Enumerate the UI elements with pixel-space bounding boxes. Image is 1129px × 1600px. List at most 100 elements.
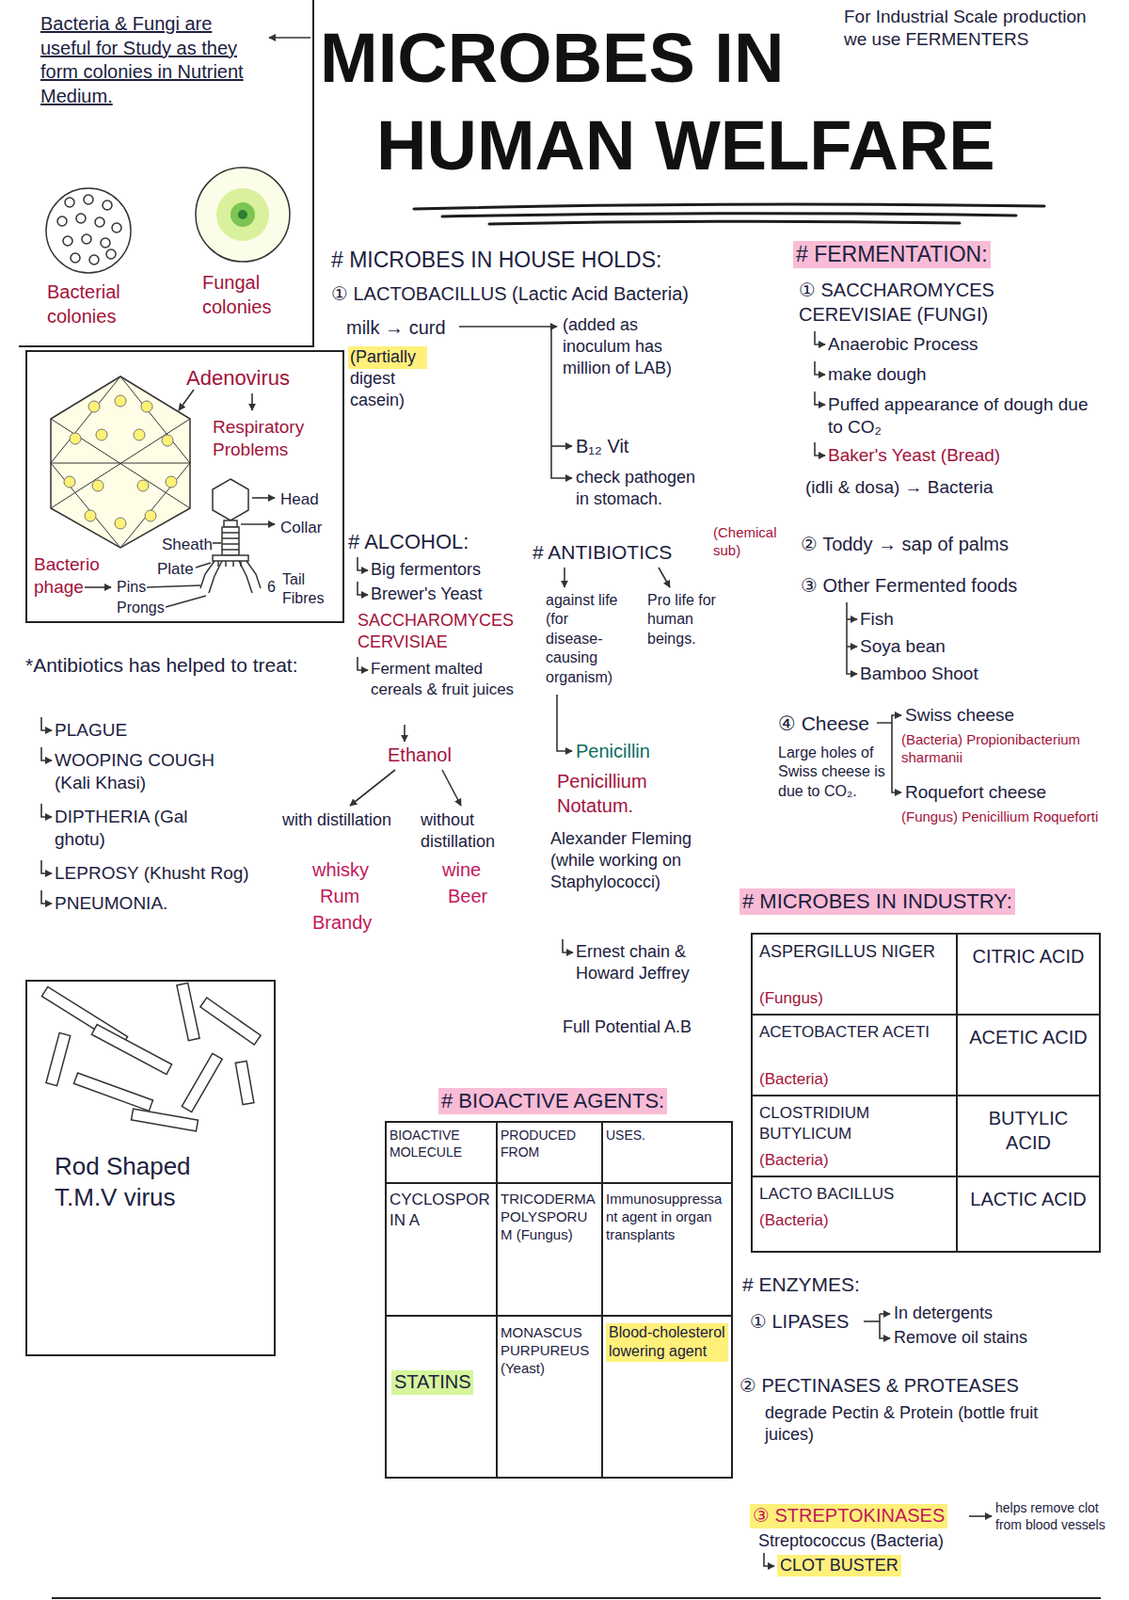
tmv-rods <box>73 1072 153 1111</box>
arrow <box>403 724 406 742</box>
adenovirus-icosahedron <box>50 376 191 548</box>
arrow <box>879 1312 891 1315</box>
bacterial-colony <box>89 254 99 265</box>
section-heading: # MICROBES IN INDUSTRY: <box>739 888 1016 915</box>
arrow <box>84 586 112 589</box>
note-text: Penicillin <box>575 739 651 764</box>
note-text: Large holes of Swiss cheese is due to CO… <box>778 743 887 801</box>
node-text: Fungal colonies <box>202 270 306 319</box>
title-underline <box>413 204 1045 224</box>
note-text: whisky <box>312 858 369 883</box>
adenovirus-icosahedron <box>144 509 157 522</box>
table-cell: ASPERGILLUS NIGER <box>759 940 936 963</box>
arrow <box>252 496 275 499</box>
industry-table-grid <box>751 933 1100 1252</box>
arrow <box>269 36 311 39</box>
bioactive-table-grid <box>385 1121 732 1478</box>
node-text: Sheath <box>161 534 213 556</box>
table-cell: BUTYLIC ACID <box>964 1106 1093 1155</box>
arrow <box>814 391 826 405</box>
node-text: Bacteria & Fungi are useful for Study as… <box>40 12 259 109</box>
adenovirus-icosahedron <box>50 376 191 548</box>
adenovirus-icosahedron <box>63 476 76 488</box>
title-underline <box>413 204 1045 209</box>
bacterial-colony <box>76 213 86 223</box>
arrow <box>357 656 368 670</box>
note-text: ② PECTINASES & PROTEASES <box>739 1373 1019 1399</box>
table-cell: ACETOBACTER ACETI <box>759 1021 930 1043</box>
arrow <box>658 567 670 588</box>
adenovirus-icosahedron <box>141 400 153 413</box>
note-text: B₁₂ Vit <box>575 434 629 460</box>
note-text: helps remove clot from blood vessels <box>995 1499 1114 1534</box>
note-text: degrade Pectin & Protein (bottle fruit j… <box>764 1401 1085 1446</box>
arrow <box>846 645 858 648</box>
bacterial-colony <box>111 222 122 233</box>
adenovirus-icosahedron <box>161 434 174 446</box>
bacterial-colony <box>100 238 111 248</box>
note-text: (Chemical sub) <box>713 523 789 559</box>
note-text: Remove oil stains <box>893 1326 1028 1349</box>
virus-panel: AdenovirusRespiratory ProblemsHeadCollar… <box>25 349 345 623</box>
tmv-rods <box>200 997 261 1045</box>
table-cell: Immunosuppressant agent in organ transpl… <box>605 1189 729 1244</box>
tmv-rods <box>46 1032 71 1085</box>
bacteriophage <box>222 532 239 550</box>
bacterial-colony <box>46 188 131 273</box>
adenovirus-icosahedron <box>92 479 104 492</box>
note-text: Ferment malted cereals & fruit juices <box>370 658 531 700</box>
arrow <box>357 581 368 595</box>
table-cell: MONASCUS PURPUREUS (Yeast) <box>500 1322 599 1378</box>
leader-line <box>165 595 207 607</box>
note-text: ① LIPASES <box>749 1309 849 1335</box>
arrow <box>41 716 52 731</box>
fungal-colony <box>230 202 255 227</box>
bacterial-colony <box>83 194 94 205</box>
bacteriophage <box>222 526 239 556</box>
bacterial-colony <box>81 234 92 244</box>
bacterial-colony <box>102 200 112 210</box>
note-text: ② Toddy → sap of palms <box>800 532 1009 557</box>
note-text: Bamboo Shoot <box>859 662 979 685</box>
note-text: Streptococcus (Bacteria) <box>758 1529 944 1552</box>
arrow <box>814 361 826 375</box>
note-text: wine <box>442 858 481 883</box>
node-text: Bacterio phage <box>33 553 110 600</box>
fungal-colony <box>195 167 290 262</box>
note-text: milk → curd <box>346 316 446 341</box>
adenovirus-icosahedron <box>63 395 177 529</box>
note-text: DIPTHERIA (Gal ghotu) <box>54 805 234 852</box>
note-text: (idli & dosa) → Bacteria <box>805 476 994 499</box>
bacterial-colony <box>70 253 80 263</box>
leader-line <box>212 541 222 544</box>
note-text: Pro life for human beings. <box>647 590 723 649</box>
arrow <box>969 1514 992 1517</box>
note-text: Swiss cheese <box>905 703 1015 727</box>
note-text: (Fungus) Penicillium Roqueforti <box>901 807 1098 826</box>
arrow <box>562 938 573 953</box>
bacterial-colony <box>57 194 122 265</box>
node-text: Head <box>280 489 319 510</box>
bacteriophage <box>212 478 249 521</box>
table-cell: STATINS <box>391 1369 474 1395</box>
title-underline <box>442 213 1017 217</box>
note-text: Baker's Yeast (Bread) <box>827 444 1001 467</box>
node-text: Pins <box>116 577 146 597</box>
node-text: Respiratory Problems <box>212 415 326 462</box>
note-text: make dough <box>827 363 927 386</box>
leader-line <box>146 585 201 588</box>
page-rule <box>51 1596 1101 1599</box>
table-cell: CITRIC ACID <box>964 944 1093 970</box>
bacterial-colony <box>63 236 73 246</box>
note-text: Rum <box>319 884 360 909</box>
note-text: SACCHAROMYCES CERVISIAE <box>357 609 527 653</box>
note-text: PLAGUE <box>54 718 128 742</box>
node-text: Plate <box>157 558 194 580</box>
note-text: For Industrial Scale production we use F… <box>843 5 1108 52</box>
arrow <box>551 445 573 447</box>
arrow <box>814 442 826 456</box>
note-text: ① SACCHAROMYCES CEREVISIAE (FUNGI) <box>798 278 1072 327</box>
tmv-rods <box>176 982 200 1040</box>
bacterial-colony <box>95 217 105 227</box>
